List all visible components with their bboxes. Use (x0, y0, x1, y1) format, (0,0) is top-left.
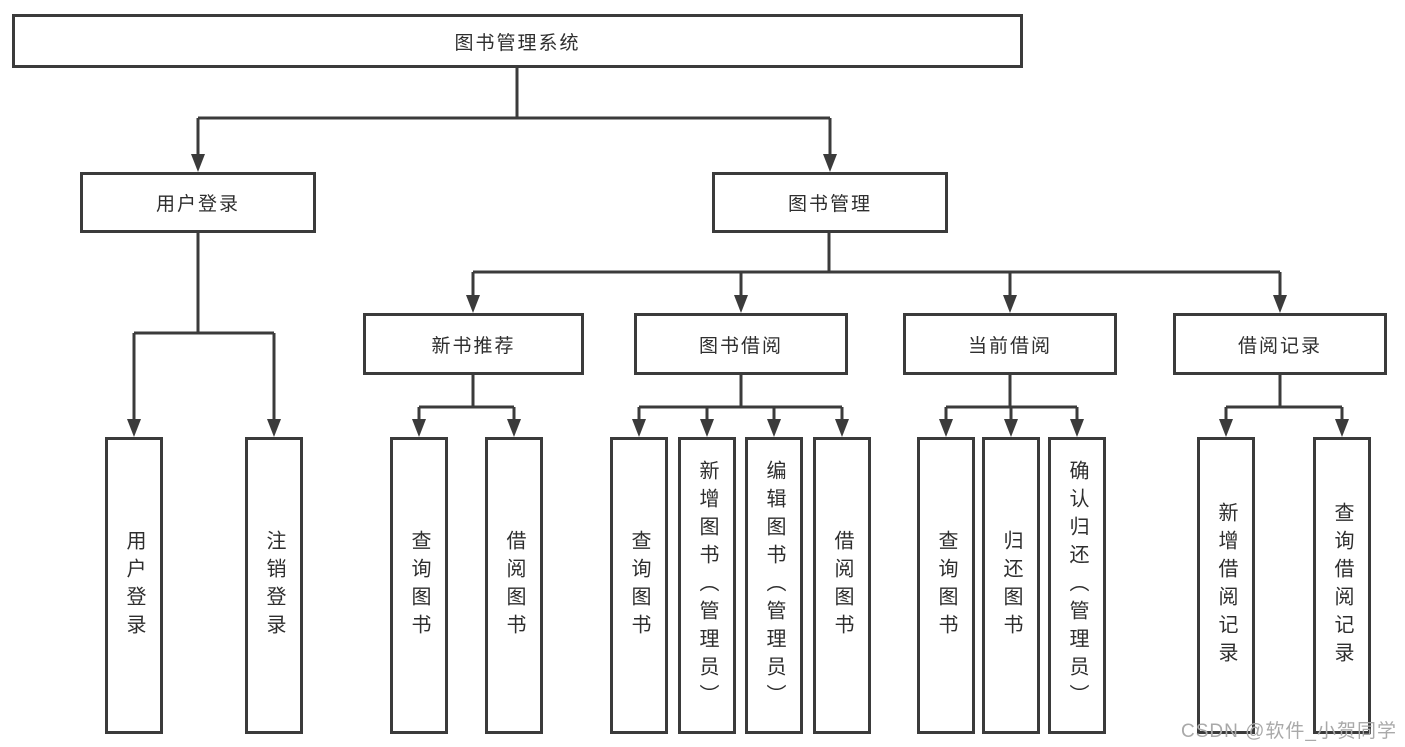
node-current-borrow: 当前借阅 (903, 313, 1117, 375)
leaf-query-borrow-record: 查询借阅记录 (1313, 437, 1371, 734)
node-user-login: 用户登录 (80, 172, 316, 233)
leaf-borrow-books: 借阅图书 (813, 437, 871, 734)
leaf-add-borrow-record: 新增借阅记录 (1197, 437, 1255, 734)
leaf-confirm-return-admin: 确认归还（管理员） (1048, 437, 1106, 734)
leaf-user-login: 用户登录 (105, 437, 163, 734)
leaf-logout: 注销登录 (245, 437, 303, 734)
leaf-query-books-recommend: 查询图书 (390, 437, 448, 734)
arrowheads (127, 154, 1349, 437)
leaf-borrow-books-recommend: 借阅图书 (485, 437, 543, 734)
leaf-edit-book-admin: 编辑图书（管理员） (745, 437, 803, 734)
leaf-query-books-borrow: 查询图书 (610, 437, 668, 734)
node-book-borrow: 图书借阅 (634, 313, 848, 375)
node-root-library-system: 图书管理系统 (12, 14, 1023, 68)
csdn-watermark: CSDN @软件_小贺同学 (1181, 721, 1397, 742)
node-new-book-recommend: 新书推荐 (363, 313, 584, 375)
leaf-query-books-current: 查询图书 (917, 437, 975, 734)
leaf-return-book: 归还图书 (982, 437, 1040, 734)
node-borrow-records: 借阅记录 (1173, 313, 1387, 375)
node-book-management: 图书管理 (712, 172, 948, 233)
connector-branches (132, 68, 1344, 421)
leaf-add-book-admin: 新增图书（管理员） (678, 437, 736, 734)
